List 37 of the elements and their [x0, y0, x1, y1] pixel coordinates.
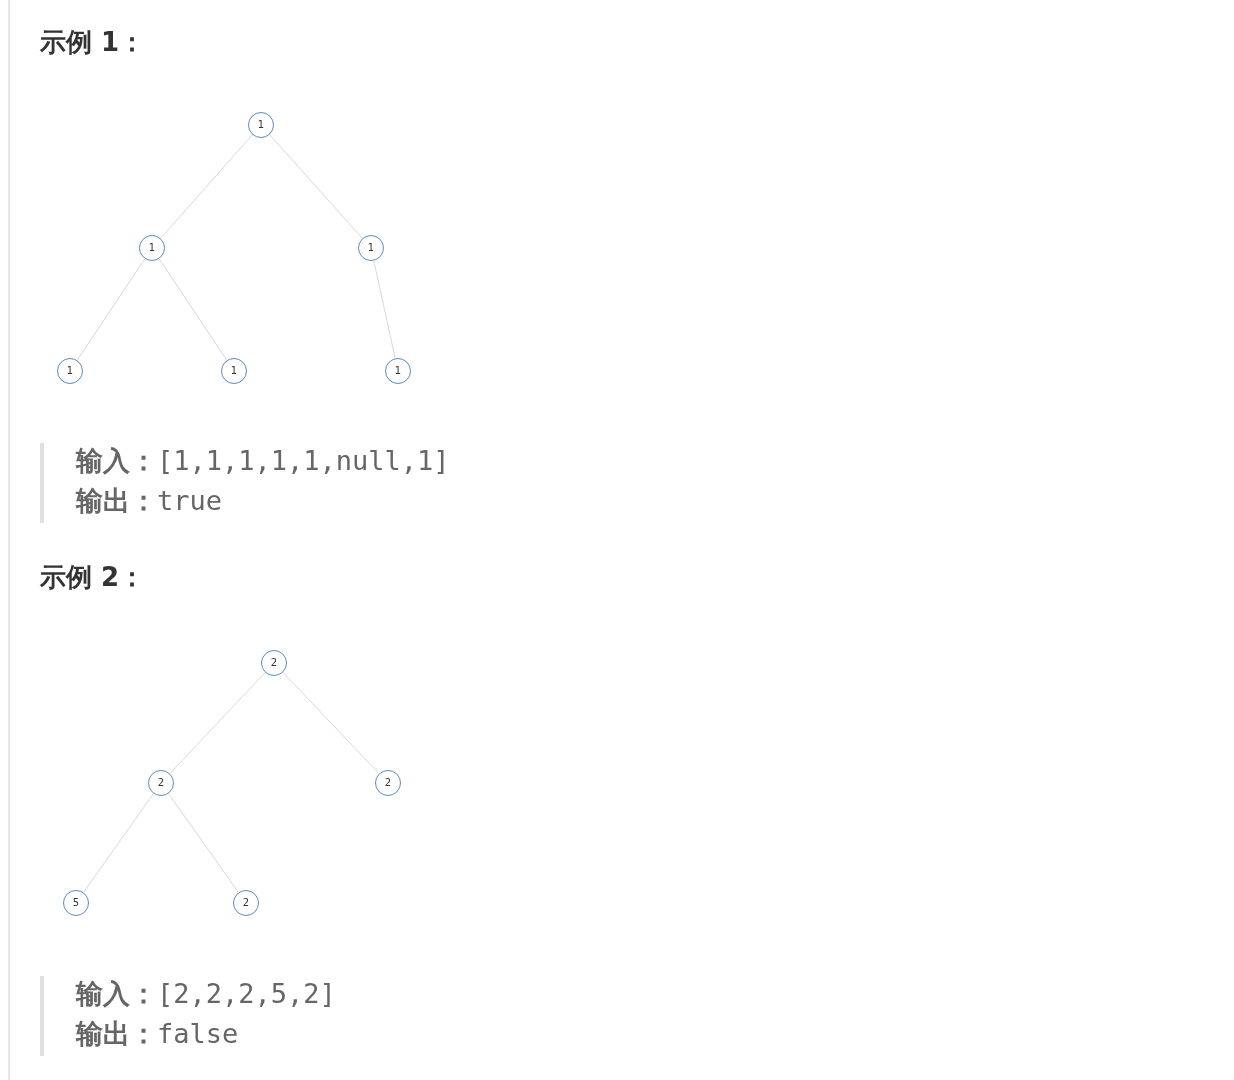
example-io-text: 输出：false	[76, 1017, 239, 1051]
tree-node-circle	[63, 890, 89, 916]
tree-node-circle	[248, 112, 274, 138]
tree-node-circle	[221, 358, 247, 384]
tree-node-circle	[385, 358, 411, 384]
tree-edge-line	[373, 260, 396, 359]
node-value: 2	[242, 898, 250, 908]
tree-edge-line	[158, 258, 228, 361]
example-io-text: 输出：true	[76, 484, 223, 518]
node-value: 1	[394, 366, 402, 376]
tree-edge-line	[168, 793, 239, 893]
node-value: 2	[270, 658, 278, 668]
node-value: 1	[148, 243, 156, 253]
tree-edge-line	[83, 793, 154, 893]
node-value: 1	[66, 366, 74, 376]
tree-node-circle	[261, 650, 287, 676]
node-value: 2	[384, 778, 392, 788]
node-value: 2	[157, 778, 165, 788]
node-value: 5	[72, 898, 80, 908]
node-value: 1	[367, 243, 375, 253]
tree-edge-line	[76, 258, 146, 361]
tree-edge-line	[169, 671, 266, 775]
example-io-text: 输入：[2,2,2,5,2]	[76, 977, 336, 1011]
tree-edge-line	[160, 134, 253, 239]
node-value: 1	[257, 120, 265, 130]
tree-node-circle	[375, 770, 401, 796]
node-value: 1	[230, 366, 238, 376]
tree-edge-line	[269, 134, 363, 239]
example-heading: 示例 1：	[40, 26, 146, 59]
tree-edge-line	[282, 671, 380, 775]
tree-node-circle	[57, 358, 83, 384]
tree-node-circle	[358, 235, 384, 261]
tree-node-circle	[139, 235, 165, 261]
example-heading: 示例 2：	[40, 561, 146, 594]
tree-node-circle	[233, 890, 259, 916]
example-io-text: 输入：[1,1,1,1,1,null,1]	[76, 444, 450, 478]
tree-node-circle	[148, 770, 174, 796]
